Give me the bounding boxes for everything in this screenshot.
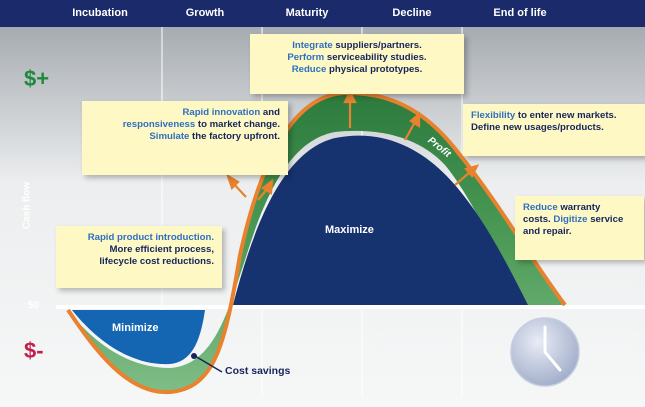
maximize-area	[233, 135, 528, 305]
callout-introduction-line3: lifecycle cost reductions.	[99, 256, 214, 267]
callout-innovation-rest3: the factory upfront.	[189, 131, 280, 142]
callout-flexibility-line2: Define new usages/products.	[471, 122, 604, 133]
callout-introduction: Rapid product introduction. More efficie…	[56, 226, 222, 288]
callout-integrate-hl3: Reduce	[291, 64, 327, 75]
callout-integrate-rest1: suppliers/partners.	[332, 40, 422, 51]
callout-innovation-rest1: and	[260, 107, 280, 118]
dollar-plus-symbol: $+	[24, 66, 50, 91]
cost-savings-label: Cost savings	[225, 365, 291, 377]
dollar-minus-symbol: $-	[24, 338, 44, 363]
callout-warranty-line2a: costs.	[523, 214, 554, 225]
callout-innovation-rest2: to market change.	[195, 119, 280, 130]
zero-label: $0	[28, 300, 40, 311]
header-bar	[0, 0, 645, 27]
minimize-area	[72, 310, 205, 365]
callout-integrate: Integrate suppliers/partners. Perform se…	[250, 34, 464, 94]
maximize-label: Maximize	[325, 224, 374, 236]
callout-warranty-line3: and repair.	[523, 226, 572, 237]
callout-warranty-rest2: service	[587, 214, 624, 225]
callout-integrate-hl2: Perform	[287, 52, 325, 63]
callout-warranty-hl2: Digitize	[553, 214, 588, 225]
phase-decline: Decline	[392, 7, 432, 19]
callout-warranty-hl1: Reduce	[523, 202, 558, 213]
callout-integrate-hl1: Integrate	[292, 40, 333, 51]
callout-innovation: Rapid innovation and responsiveness to m…	[82, 101, 288, 175]
callout-flexibility-rest1: to enter new markets.	[515, 110, 617, 121]
zero-line	[56, 305, 645, 309]
callout-warranty-rest1: warranty	[557, 202, 601, 213]
callout-innovation-hl3: Simulate	[149, 131, 190, 142]
callout-flexibility-hl1: Flexibility	[471, 110, 516, 121]
callout-integrate-rest3: physical prototypes.	[326, 64, 423, 75]
callout-flexibility: Flexibility to enter new markets. Define…	[463, 104, 645, 156]
phase-incubation: Incubation	[72, 7, 128, 19]
minimize-label: Minimize	[112, 322, 159, 334]
clock-icon	[510, 317, 580, 387]
callout-introduction-line2: More efficient process,	[109, 244, 215, 255]
callout-innovation-hl1: Rapid innovation	[182, 107, 261, 118]
callout-introduction-line1: Rapid product introduction.	[87, 232, 214, 243]
callout-warranty: Reduce warranty costs. Digitize service …	[515, 196, 644, 260]
profit-band	[68, 92, 565, 393]
cost-savings-pointer	[191, 353, 223, 373]
growth-arrows	[226, 89, 480, 201]
callout-integrate-rest2: serviceability studies.	[324, 52, 427, 63]
phase-growth: Growth	[185, 7, 225, 19]
phase-end-of-life: End of life	[493, 7, 547, 19]
cash-flow-axis-label: Cash flow	[21, 181, 33, 230]
callout-innovation-hl2: responsiveness	[122, 119, 196, 130]
phase-maturity: Maturity	[285, 7, 329, 19]
